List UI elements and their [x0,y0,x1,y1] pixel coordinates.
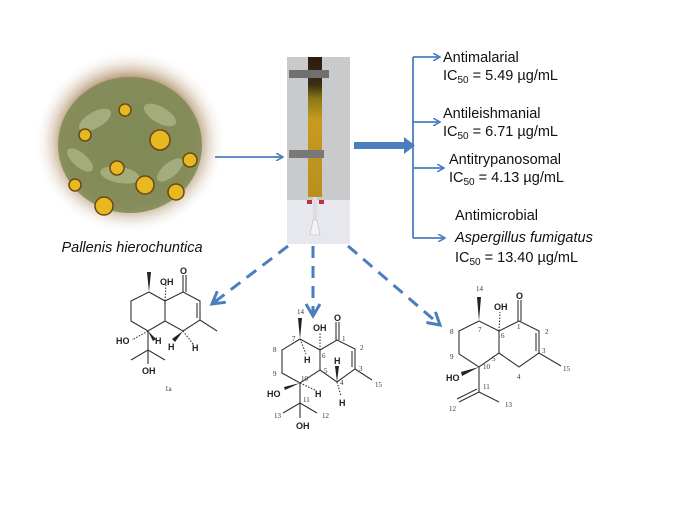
svg-text:H: H [155,336,162,346]
svg-text:OH: OH [296,421,310,431]
svg-text:O: O [516,291,523,301]
plant-photo [34,50,226,234]
svg-text:1: 1 [517,323,521,331]
arrow-column-to-activities [354,137,415,154]
svg-text:15: 15 [375,381,383,389]
dashed-arrow-to-compound-3 [347,244,440,325]
activity-antileishmanial: Antileishmanial IC50 = 6.71 µg/mL [443,106,558,142]
svg-text:8: 8 [450,328,454,336]
svg-text:7: 7 [292,335,296,343]
structure-3: OH O HO 1 2 3 4 5 6 7 8 9 10 11 12 13 14… [446,285,571,413]
svg-text:7: 7 [478,326,482,334]
svg-text:HO: HO [267,389,281,399]
svg-text:Antileishmanial: Antileishmanial [443,106,541,122]
svg-text:12: 12 [322,412,330,420]
svg-text:10: 10 [483,363,491,371]
svg-text:H: H [334,356,341,366]
svg-text:HO: HO [446,373,460,383]
svg-text:O: O [180,266,187,276]
structure-2: OH O HO H H H H OH 1 2 3 4 5 6 7 8 9 10 … [267,308,383,431]
svg-text:11: 11 [483,383,490,391]
svg-text:Antitrypanosomal: Antitrypanosomal [449,152,561,168]
plant-name: Pallenis hierochuntica [61,240,202,256]
svg-text:H: H [339,398,346,408]
svg-text:OH: OH [494,302,508,312]
svg-text:HO: HO [116,336,130,346]
svg-text:15: 15 [563,365,571,373]
svg-text:O: O [334,313,341,323]
svg-text:10: 10 [301,375,309,383]
svg-text:H: H [304,355,311,365]
svg-text:3: 3 [542,347,546,355]
svg-text:IC50 = 4.13 µg/mL: IC50 = 4.13 µg/mL [449,170,564,188]
svg-text:14: 14 [476,285,484,293]
svg-text:H: H [168,342,175,352]
svg-text:12: 12 [449,405,457,413]
svg-text:5: 5 [492,355,496,363]
svg-text:IC50 = 13.40 µg/mL: IC50 = 13.40 µg/mL [455,250,578,268]
svg-text:2: 2 [360,344,364,352]
svg-text:9: 9 [450,353,454,361]
svg-text:6: 6 [322,352,326,360]
dashed-arrow-to-compound-1a [212,244,289,304]
svg-text:4: 4 [517,373,521,381]
svg-text:Aspergillus fumigatus: Aspergillus fumigatus [454,230,593,246]
column-chromatography-photo [287,57,350,244]
svg-text:13: 13 [274,412,282,420]
svg-text:1a: 1a [165,385,173,393]
svg-text:H: H [315,389,322,399]
svg-text:8: 8 [273,346,277,354]
svg-text:6: 6 [501,332,505,340]
activity-antimalarial: Antimalarial IC50 = 5.49 µg/mL [443,50,558,86]
svg-text:9: 9 [273,370,277,378]
svg-text:3: 3 [359,365,363,373]
svg-text:IC50 = 6.71 µg/mL: IC50 = 6.71 µg/mL [443,124,558,142]
svg-text:1: 1 [342,335,346,343]
activity-bracket [412,57,445,238]
svg-text:4: 4 [340,379,344,387]
svg-text:Antimicrobial: Antimicrobial [455,208,538,224]
activity-antitrypanosomal: Antitrypanosomal IC50 = 4.13 µg/mL [449,152,564,188]
svg-text:Antimalarial: Antimalarial [443,50,519,66]
structure-1a: OH O HO H H H OH 1a [116,266,218,393]
svg-text:5: 5 [324,367,328,375]
svg-text:IC50 = 5.49 µg/mL: IC50 = 5.49 µg/mL [443,68,558,86]
activity-antimicrobial: Antimicrobial Aspergillus fumigatus IC50… [454,208,593,268]
svg-text:OH: OH [142,366,156,376]
svg-text:OH: OH [313,323,327,333]
svg-text:11: 11 [303,396,310,404]
svg-text:2: 2 [545,328,549,336]
svg-text:14: 14 [297,308,305,316]
svg-text:OH: OH [160,277,174,287]
svg-text:H: H [192,343,199,353]
svg-text:13: 13 [505,401,513,409]
